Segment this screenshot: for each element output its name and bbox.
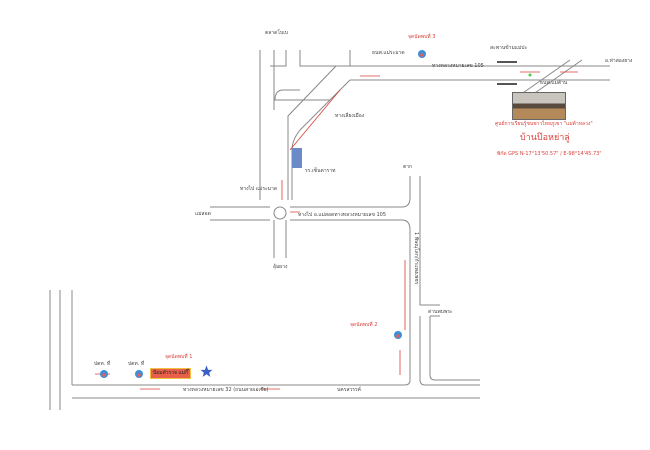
label-tak: ตาก <box>403 164 413 170</box>
label-nakhonsawan: นครสวรรค์ <box>337 387 362 393</box>
label-bypass: ทางเลี่ยงเมือง <box>335 113 365 119</box>
label-ptt-maetan: ธนพ.แม่ต้าน <box>540 80 568 86</box>
label-meeting2: จุดนัดพบที่ 2 <box>350 322 378 328</box>
road-village <box>519 59 583 96</box>
road-north <box>259 50 275 200</box>
label-phitsanulok: 1 พิษณุโลก/กำแพงเพชร <box>413 232 419 285</box>
label-hw32: ทางหลวงหมายเลข 32 (ถนนสายเอเชีย) <box>183 387 269 393</box>
route-arrows <box>95 71 578 390</box>
road-bypass <box>287 65 351 200</box>
label-thasongyang: อ.ท่าสองยาง <box>605 58 633 64</box>
ptt-maetan-dot <box>528 73 532 77</box>
road-umphang <box>273 220 287 258</box>
star-icon <box>200 365 213 377</box>
road-32 <box>49 290 480 410</box>
road-105 <box>350 65 610 81</box>
fuel-pins <box>100 50 426 378</box>
label-center: ศูนย์การเรียนรู้ชนชาวไทยภูเขา "แม่ต้าหลว… <box>495 121 593 127</box>
road-junction <box>72 176 411 386</box>
label-ptt-a: ปตท. ที่ <box>94 361 111 367</box>
label-village: บ้านป๊อหย่าลู่ <box>520 133 570 143</box>
label-ptt-b: ปตท. ที่ <box>128 361 145 367</box>
label-meeting1: จุดนัดพบที่ 1 <box>165 354 193 360</box>
road-link <box>274 89 330 101</box>
roundabout <box>273 206 287 220</box>
label-hw105: ทางหลวงหมายเลข 105 <box>432 63 484 69</box>
label-to-maeramat: ทางไป แม่ระมาด <box>240 186 278 192</box>
label-to-maesot: ทางไป อ.แม่สอดทางหลวงหมายเลข 105 <box>298 212 387 218</box>
label-talat: ตลาดโบเบ <box>265 30 289 36</box>
label-umphang: อุ้มผาง <box>273 264 288 270</box>
road-east <box>419 176 480 386</box>
label-gps: พิกัด GPS N-17°13'50.57" / E-98°14'45.73… <box>497 151 602 157</box>
label-maesot: แม่สอด <box>195 211 211 217</box>
label-ptt-maeramat: ธนพ.แม่ระมาด <box>372 50 405 56</box>
label-phopphra: ด่านพบพระ <box>428 309 453 315</box>
label-meeting3: จุดนัดพบที่ 3 <box>408 34 436 40</box>
start-badge: ป้อมตำรวจ แม่กึ๊ <box>150 368 192 379</box>
center-photo <box>512 92 566 120</box>
school-image <box>292 148 302 168</box>
bridge-marks <box>497 61 517 85</box>
label-school: รร.เซ็นคาราท <box>305 168 336 174</box>
label-bridge: สะพานข้ามแม่ปะ <box>490 45 528 51</box>
road-top-left <box>270 50 351 67</box>
